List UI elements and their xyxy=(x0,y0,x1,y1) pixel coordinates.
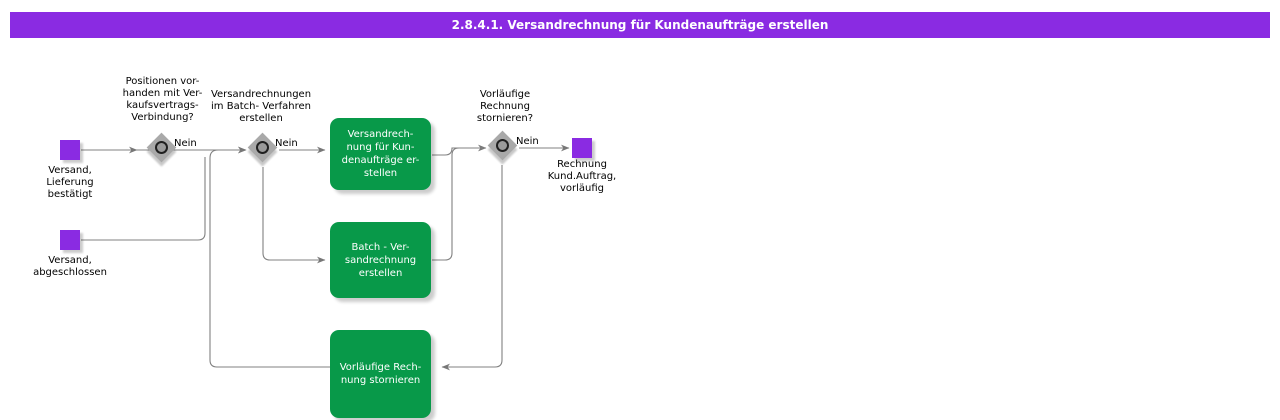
gateway-batch-verfahren-label: Versandrechnungen im Batch- Verfahren er… xyxy=(210,89,312,124)
edge-gw3-to-fn3 xyxy=(441,165,503,371)
page-title: 2.8.4.1. Versandrechnung für Kundenauftr… xyxy=(451,18,829,32)
event-rechnung-kundauftrag-vorlaeufig-label: Rechnung Kund.Auftrag, vorläufig xyxy=(547,159,617,194)
gateway-positionen-kaufsvertrag[interactable] xyxy=(146,132,177,163)
gateway-positionen-kaufsvertrag-label: Positionen vor- handen mit Ver- kaufsver… xyxy=(122,76,203,123)
function-vorlaeufige-rechnung-stornieren[interactable]: Vorläufige Rech- nung stornieren xyxy=(330,330,431,418)
edge-label-gw3-nein: Nein xyxy=(516,136,539,147)
function-batch-versandrechnung[interactable]: Batch - Ver- sandrechnung erstellen xyxy=(330,222,431,298)
event-versand-abgeschlossen-label: Versand, abgeschlossen xyxy=(33,255,107,278)
gateway-vorlaeufige-rechnung-stornieren[interactable] xyxy=(487,130,518,161)
edge-fn1-to-gw3 xyxy=(432,144,487,156)
event-versand-abgeschlossen[interactable] xyxy=(60,230,80,250)
function-vorlaeufige-rechnung-stornieren-label: Vorläufige Rech- nung stornieren xyxy=(339,362,422,386)
gateway-xor-circle-icon xyxy=(256,141,269,154)
gateway-xor-circle-icon xyxy=(496,139,509,152)
edge-label-gw1-nein: Nein xyxy=(174,138,197,149)
gateway-xor-circle-icon xyxy=(155,141,168,154)
event-versand-lieferung-bestaetigt[interactable] xyxy=(60,140,80,160)
edge-gw2-to-fn2 xyxy=(262,167,326,264)
page-title-bar: 2.8.4.1. Versandrechnung für Kundenauftr… xyxy=(10,12,1270,38)
function-versandrechnung-kundenauftraege-label: Versandrech- nung für Kun- denaufträge e… xyxy=(341,129,420,179)
function-versandrechnung-kundenauftraege[interactable]: Versandrech- nung für Kun- denaufträge e… xyxy=(330,118,431,190)
edge-label-gw2-nein: Nein xyxy=(275,138,298,149)
event-versand-lieferung-bestaetigt-label: Versand, Lieferung bestätigt xyxy=(46,165,94,200)
edge-loopback-to-gw2 xyxy=(209,146,330,368)
event-rechnung-kundauftrag-vorlaeufig[interactable] xyxy=(572,138,592,158)
gateway-batch-verfahren[interactable] xyxy=(247,132,278,163)
gateway-vorlaeufige-rechnung-stornieren-label: Vorläufige Rechnung stornieren? xyxy=(476,89,534,124)
function-batch-versandrechnung-label: Batch - Ver- sandrechnung erstellen xyxy=(344,241,417,279)
edge-fn2-to-gw3 xyxy=(432,147,486,261)
